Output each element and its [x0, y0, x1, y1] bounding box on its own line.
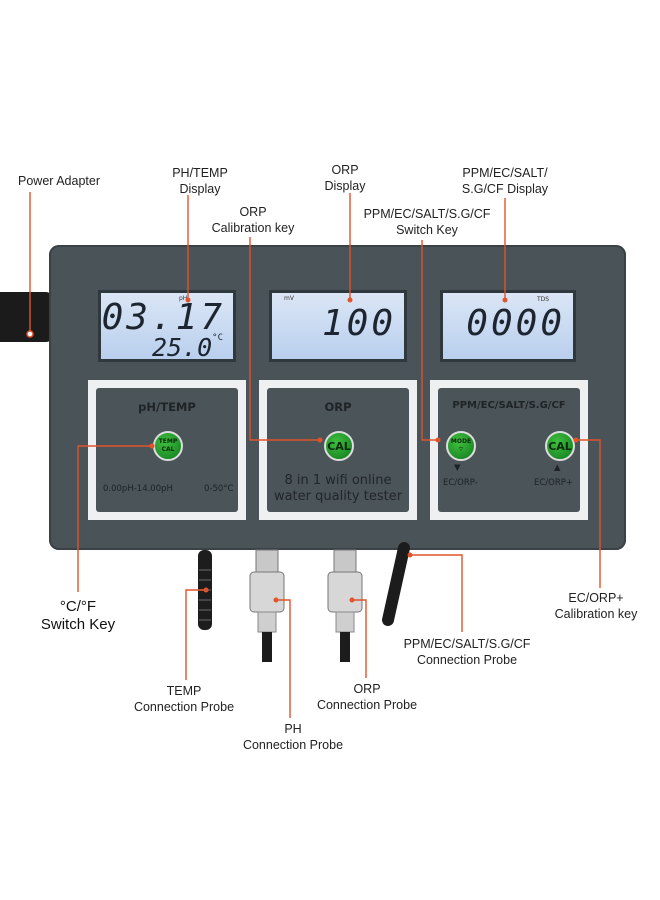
orp-probe-connector [327, 571, 363, 613]
ppm-lcd: TDS 0000 [440, 290, 576, 362]
cal-label: CAL [161, 446, 175, 453]
label-line: Connection Probe [316, 698, 418, 712]
label-orp-calibration-key: ORP Calibration key [198, 204, 308, 236]
label-temp-probe: TEMP Connection Probe [124, 683, 244, 715]
temp-value: 25.0 [151, 333, 213, 362]
label-line: Calibration key [554, 607, 638, 621]
ppm-tag: TDS [537, 296, 550, 303]
label-power-adapter: Power Adapter [18, 174, 100, 188]
label-line: EC/ORP+ [568, 591, 624, 605]
ppm-title: PPM/EC/SALT/S.G/CF [452, 400, 566, 411]
label-line: PPM/EC/SALT/ [462, 166, 548, 180]
label-line: ORP [331, 163, 359, 177]
label-line: ORP [239, 205, 267, 219]
label-ppm-display: PPM/EC/SALT/ S.G/CF Display [440, 165, 570, 197]
ph-probe-collar [255, 549, 279, 573]
label-line: S.G/CF Display [461, 182, 549, 196]
ppm-cal-button[interactable]: CAL [545, 431, 575, 461]
orp-title: ORP [324, 400, 352, 414]
label-line: PH/TEMP [172, 166, 228, 180]
label-line: °C/°F [59, 598, 97, 615]
label-orp-display: ORP Display [305, 162, 385, 194]
lcd-indicator: pH [179, 295, 188, 302]
orp-value: 100 [321, 303, 396, 344]
temp-label: TEMP [158, 438, 178, 445]
up-arrow-icon: ▲ [554, 463, 561, 473]
label-line: TEMP [166, 684, 202, 698]
label-line: Switch Key [396, 223, 458, 237]
temp-probe [198, 550, 212, 630]
temp-range: 0-50°C [204, 484, 234, 494]
label-line: PPM/EC/SALT/S.G/CF [403, 637, 531, 651]
orp-probe-shaft [335, 611, 355, 633]
ppm-panel: PPM/EC/SALT/S.G/CF MODE ⌔ CAL ▼ ▲ EC/ORP… [430, 380, 588, 520]
ph-probe-tip [262, 632, 272, 662]
mode-button[interactable]: MODE ⌔ [446, 431, 476, 461]
temp-reading: 25.0°C [152, 333, 223, 362]
orp-probe-collar [333, 549, 357, 573]
label-line: Switch Key [40, 616, 116, 633]
ppm-panel-face: PPM/EC/SALT/S.G/CF MODE ⌔ CAL ▼ ▲ EC/ORP… [438, 388, 580, 512]
ppm-probe-cable [382, 542, 410, 626]
ph-probe-shaft [257, 611, 277, 633]
ph-value: 03.17 [101, 297, 225, 338]
ec-orp-plus-label: EC/ORP+ [534, 478, 574, 488]
down-arrow-icon: ▼ [454, 463, 461, 473]
label-line: Connection Probe [242, 738, 344, 752]
label-ec-orp-calibration-key: EC/ORP+ Calibration key [540, 590, 652, 622]
ec-orp-minus-label: EC/ORP- [443, 478, 478, 488]
label-orp-probe: ORP Connection Probe [307, 681, 427, 713]
label-line: Display [324, 179, 366, 193]
label-line: PPM/EC/SALT/S.G/CF [363, 207, 491, 221]
label-line: Display [179, 182, 221, 196]
label-line: Connection Probe [133, 700, 235, 714]
wifi-icon: ⌔ [458, 446, 464, 453]
orp-cal-button[interactable]: CAL [324, 431, 354, 461]
label-line: ORP [353, 682, 381, 696]
ppm-value: 0000 [466, 303, 565, 344]
temp-cal-button[interactable]: TEMP CAL [153, 431, 183, 461]
orp-probe [327, 549, 363, 662]
tester-name-line2: water quality tester [273, 489, 403, 504]
tester-name-line1: 8 in 1 wifi online [284, 473, 392, 488]
label-cf-switch-key: °C/°F Switch Key [28, 598, 128, 634]
label-line: Connection Probe [416, 653, 518, 667]
label-ppm-switch-key: PPM/EC/SALT/S.G/CF Switch Key [352, 206, 502, 238]
label-line: Calibration key [211, 221, 295, 235]
mode-label: MODE [450, 438, 472, 445]
ph-temp-lcd: pH 03.17 25.0°C [98, 290, 236, 362]
ph-probe-connector [249, 571, 285, 613]
power-adapter-plug [0, 292, 52, 342]
label-ph-temp-display: PH/TEMP Display [155, 165, 245, 197]
orp-probe-tip [340, 632, 350, 662]
ph-temp-title: pH/TEMP [138, 400, 196, 414]
label-ph-probe: PH Connection Probe [233, 721, 353, 753]
temp-unit: °C [212, 333, 223, 343]
label-line: PH [284, 722, 302, 736]
label-ppm-probe: PPM/EC/SALT/S.G/CF Connection Probe [392, 636, 542, 668]
ph-probe [249, 549, 285, 662]
